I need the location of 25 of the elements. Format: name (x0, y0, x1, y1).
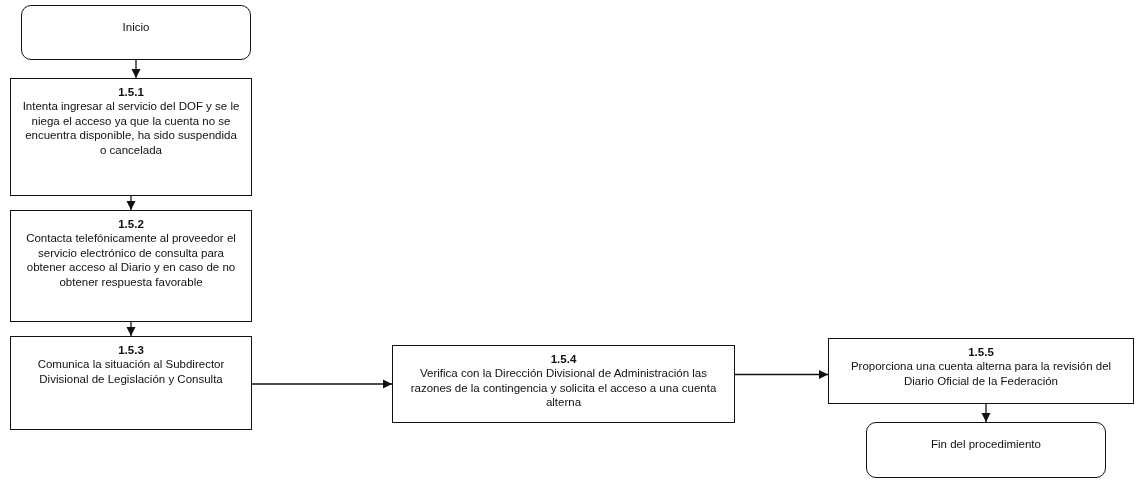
arrow (126, 195, 136, 211)
step-number: 1.5.4 (550, 352, 577, 367)
step-text: Proporciona una cuenta alterna para la revisión del Diario Oficial de la Federación (849, 359, 1113, 389)
step-text: Verifica con la Dirección Divisional de Administración las razones de la contingencia y solicita el acceso a una cuenta alterna (409, 366, 718, 410)
arrow (981, 403, 991, 423)
step-number: 1.5.3 (118, 343, 144, 358)
step-text: Comunica la situación al Subdirector Divisional de Legislación y Consulta (36, 357, 226, 387)
step-number: 1.5.2 (118, 217, 144, 232)
process-box (392, 345, 735, 423)
step-text: Intenta ingresar al servicio del DOF y se le niega el acceso ya que la cuenta no se encuentra disponible, ha sido suspendida o cancelada (21, 99, 241, 157)
step-number: 1.5.1 (118, 85, 144, 100)
process-box (10, 336, 252, 430)
terminal-box (866, 422, 1106, 478)
arrow (734, 369, 829, 380)
arrow (251, 379, 393, 389)
terminal-box (21, 5, 251, 60)
step-text: Contacta telefónicamente al proveedor el servicio electrónico de consulta para obtener acceso al Diario y en caso de no obtener respuesta favorable (25, 231, 237, 289)
arrow (126, 321, 136, 337)
step-number: 1.5.5 (968, 345, 994, 360)
process-box (828, 338, 1134, 404)
process-box (10, 78, 252, 196)
arrow (131, 59, 141, 79)
step-text: Inicio (122, 20, 150, 35)
process-box (10, 210, 252, 322)
step-text: Fin del procedimiento (931, 437, 1041, 452)
